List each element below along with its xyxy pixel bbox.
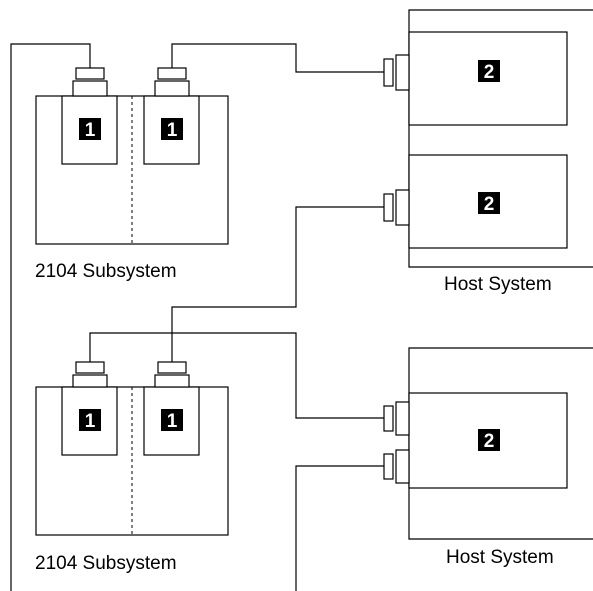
subsystem-bottom: 1 1 2104 Subsystem: [35, 361, 229, 574]
host-bottom: 2 Host System: [383, 347, 593, 568]
host-top-adapter-2-badge-text: 2: [484, 194, 495, 215]
subsystem-bottom-badge-right-text: 1: [167, 411, 178, 432]
host-top-adapter-1-port-outer: [383, 58, 394, 87]
host-top-adapter-1-badge: [478, 60, 500, 82]
cable-host-3-lower-down: [295, 465, 384, 591]
subsystem-bottom-connector-left-upper: [75, 361, 105, 374]
host-bottom-label: Host System: [446, 547, 554, 568]
host-bottom-adapter-badge: [478, 429, 500, 451]
host-top-adapter-1-badge-text: 2: [484, 62, 495, 83]
subsystem-top-badge-right-text: 1: [167, 120, 178, 141]
subsystem-top-connector-left-upper: [75, 67, 105, 80]
subsystem-bottom-label: 2104 Subsystem: [35, 553, 177, 574]
subsystem-bottom-badge-left: [79, 409, 101, 431]
host-top-adapter-2-port-outer: [383, 193, 394, 222]
host-bottom-adapter-port-upper-outer: [383, 405, 394, 432]
host-top-adapter-2-badge: [478, 192, 500, 214]
host-top: 2 2 Host System: [383, 9, 593, 295]
cable-bottom-right-to-host-2: [171, 206, 384, 362]
subsystem-top-connector-left-lower: [72, 80, 108, 97]
host-bottom-adapter-port-lower-outer: [383, 453, 394, 480]
subsystem-top-badge-right: [161, 118, 183, 140]
subsystem-bottom-connector-right-lower: [154, 374, 190, 388]
subsystem-bottom-connector-right-upper: [157, 361, 187, 374]
subsystem-top-badge-left: [79, 118, 101, 140]
cables: [10, 43, 384, 591]
subsystem-bottom-connector-left-lower: [72, 374, 108, 388]
host-top-chassis: [408, 9, 593, 268]
subsystem-bottom-badge-right: [161, 409, 183, 431]
host-top-adapter-2-port-inner: [395, 189, 410, 226]
cable-bottom-left-to-host-3: [89, 332, 384, 419]
subsystem-top-badge-left-text: 1: [85, 120, 96, 141]
host-bottom-adapter-port-upper-inner: [395, 401, 410, 436]
subsystem-top-connector-right-upper: [157, 67, 187, 80]
subsystem-top-connector-right-lower: [154, 80, 190, 97]
subsystem-top: 1 1 2104 Subsystem: [35, 67, 229, 282]
subsystem-top-label: 2104 Subsystem: [35, 261, 177, 282]
host-top-adapter-1-port-inner: [395, 54, 410, 91]
host-bottom-adapter-badge-text: 2: [484, 431, 495, 452]
cable-top-left-loop: [10, 43, 91, 591]
subsystem-bottom-badge-left-text: 1: [85, 411, 96, 432]
host-top-label: Host System: [444, 274, 552, 295]
host-bottom-adapter-port-lower-inner: [395, 449, 410, 484]
cable-top-right-to-host-1: [171, 43, 384, 73]
